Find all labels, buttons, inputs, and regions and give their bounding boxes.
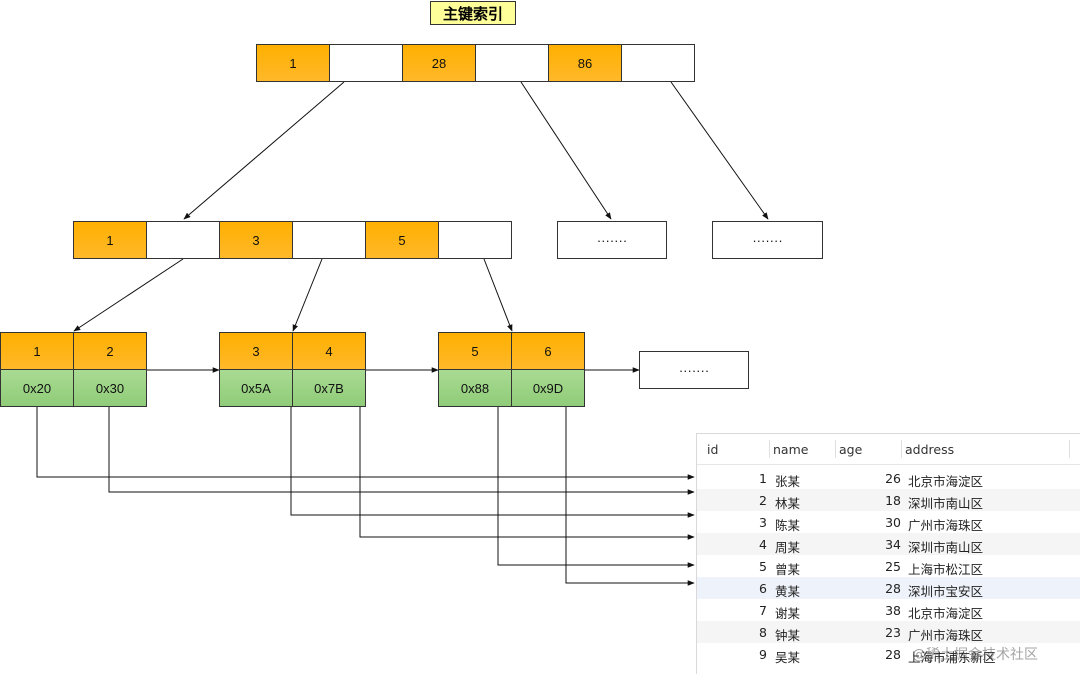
cell-id: 5	[759, 559, 767, 574]
cell-age: 23	[885, 625, 901, 640]
arrow-middle-to-leaf-1	[73, 258, 184, 332]
leaf-3-addr-1: 0x88	[438, 369, 512, 407]
root-key-2: 28	[402, 44, 476, 82]
arrow-0x5A-to-row-3	[290, 407, 695, 518]
arrow-0x7B-to-row-4	[359, 407, 695, 540]
table-row[interactable]: 3 陈某 30 广州市海珠区	[697, 511, 1080, 533]
cell-name: 陈某	[775, 518, 801, 533]
leaf-3-key-2: 6	[511, 332, 585, 370]
table-row[interactable]: 5 曾某 25 上海市松江区	[697, 555, 1080, 577]
cell-age: 26	[885, 471, 901, 486]
cell-id: 8	[759, 625, 767, 640]
table-row[interactable]: 9 吴某 28 上海市浦东新区	[697, 643, 1080, 665]
root-key-1: 1	[256, 44, 330, 82]
arrow-0x88-to-row-5	[497, 407, 695, 568]
leaf-3-key-1: 5	[438, 332, 512, 370]
middle-pointer-1	[146, 221, 220, 259]
table-row[interactable]: 2 林某 18 深圳市南山区	[697, 489, 1080, 511]
cell-age: 30	[885, 515, 901, 530]
leaf-2-addr-2: 0x7B	[292, 369, 366, 407]
cell-id: 7	[759, 603, 767, 618]
cell-name: 谢某	[775, 606, 801, 621]
cell-address: 深圳市宝安区	[908, 584, 984, 599]
ellipsis-node-2: ·······	[712, 221, 823, 259]
leaf-more-node: ·······	[639, 351, 749, 389]
diagram-title: 主键索引	[430, 1, 516, 25]
root-pointer-2	[475, 44, 549, 82]
cell-address: 上海市浦东新区	[908, 650, 996, 665]
arrow-root-to-ellipsis-1	[520, 81, 612, 220]
cell-name: 林某	[775, 496, 801, 511]
cell-age: 28	[885, 581, 901, 596]
watermark: @稀土掘金技术社区	[912, 647, 1038, 663]
table-row[interactable]: 7 谢某 38 北京市海淀区	[697, 599, 1080, 621]
leaf-2-key-1: 3	[219, 332, 293, 370]
arrow-middle-to-leaf-2	[292, 258, 323, 332]
column-header-name[interactable]: name	[773, 442, 809, 457]
cell-age: 34	[885, 537, 901, 552]
cell-id: 3	[759, 515, 767, 530]
cell-name: 曾某	[775, 562, 801, 577]
cell-name: 张某	[775, 474, 801, 489]
middle-key-2: 3	[219, 221, 293, 259]
cell-name: 黄某	[775, 584, 801, 599]
table-row[interactable]: 1 张某 26 北京市海淀区	[697, 467, 1080, 489]
column-divider	[769, 440, 770, 458]
cell-address: 深圳市南山区	[908, 540, 984, 555]
column-divider	[1069, 440, 1070, 458]
middle-key-1: 1	[73, 221, 147, 259]
table-header: id name age address	[697, 434, 1080, 465]
leaf-1-addr-1: 0x20	[0, 369, 74, 407]
column-divider	[901, 440, 902, 458]
arrow-root-to-middle	[183, 81, 345, 220]
middle-pointer-2	[292, 221, 366, 259]
root-pointer-3	[621, 44, 695, 82]
cell-id: 2	[759, 493, 767, 508]
arrow-middle-to-leaf-3	[483, 258, 513, 332]
column-header-id[interactable]: id	[707, 442, 719, 457]
leaf-1-addr-2: 0x30	[73, 369, 147, 407]
cell-name: 钟某	[775, 628, 801, 643]
cell-age: 25	[885, 559, 901, 574]
cell-name: 周某	[775, 540, 801, 555]
column-header-address[interactable]: address	[905, 442, 955, 457]
cell-address: 广州市海珠区	[908, 628, 984, 643]
arrow-0x30-to-row-2	[108, 407, 695, 495]
cell-name: 吴某	[775, 650, 801, 665]
ellipsis-node-1: ·······	[557, 221, 667, 259]
leaf-1-key-1: 1	[0, 332, 74, 370]
table-row[interactable]: 6 黄某 28 深圳市宝安区	[697, 577, 1080, 599]
leaf-2-key-2: 4	[292, 332, 366, 370]
leaf-2-addr-1: 0x5A	[219, 369, 293, 407]
cell-age: 38	[885, 603, 901, 618]
column-header-age[interactable]: age	[839, 442, 863, 457]
data-table: id name age address 1 张某 26 北京市海淀区 2 林某 18 深圳市南…	[696, 433, 1080, 674]
root-key-3: 86	[548, 44, 622, 82]
cell-address: 上海市松江区	[908, 562, 984, 577]
leaf-1-key-2: 2	[73, 332, 147, 370]
table-row[interactable]: 8 钟某 23 广州市海珠区	[697, 621, 1080, 643]
leaf-3-addr-2: 0x9D	[511, 369, 585, 407]
cell-age: 28	[885, 647, 901, 662]
cell-address: 北京市海淀区	[908, 474, 984, 489]
arrow-0x20-to-row-1	[36, 407, 695, 480]
arrow-0x9D-to-row-6	[565, 407, 695, 586]
cell-address: 广州市海珠区	[908, 518, 984, 533]
cell-id: 4	[759, 537, 767, 552]
cell-address: 北京市海淀区	[908, 606, 984, 621]
middle-key-3: 5	[365, 221, 439, 259]
cell-address: 深圳市南山区	[908, 496, 984, 511]
cell-id: 6	[759, 581, 767, 596]
cell-age: 18	[885, 493, 901, 508]
cell-id: 9	[759, 647, 767, 662]
column-divider	[835, 440, 836, 458]
cell-id: 1	[759, 471, 767, 486]
middle-pointer-3	[438, 221, 512, 259]
table-row[interactable]: 4 周某 34 深圳市南山区	[697, 533, 1080, 555]
root-pointer-1	[329, 44, 403, 82]
arrow-root-to-ellipsis-2	[670, 81, 769, 220]
